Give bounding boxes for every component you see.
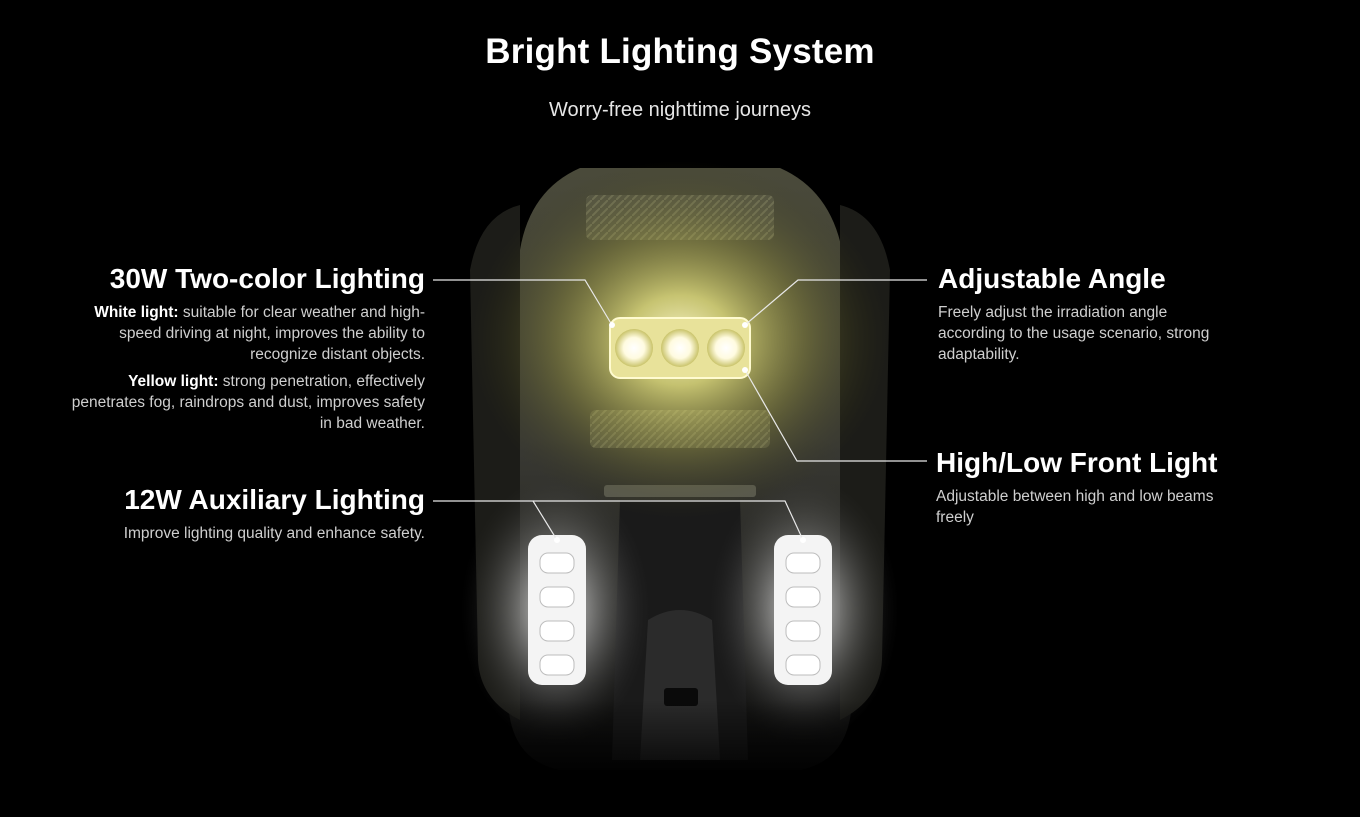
leader-dot-two-color <box>609 322 615 328</box>
headlight-bulb-left <box>615 329 653 367</box>
leader-dot-aux-left <box>554 537 560 543</box>
right-aux-housing <box>774 535 832 685</box>
leader-line-angle <box>744 279 927 326</box>
right-aux-light <box>774 535 832 685</box>
feature-description: Improve lighting quality and enhance saf… <box>123 525 425 542</box>
white-light-description: White light: suitable for clear weather … <box>60 302 425 365</box>
page-title: Bright Lighting System <box>485 32 875 71</box>
feature-auxiliary-lighting: 12W Auxiliary Lighting Improve lighting … <box>60 483 425 544</box>
white-light-text: suitable for clear weather and high-spee… <box>119 304 425 363</box>
leader-dot-high-low <box>742 367 748 373</box>
right-aux-led-3 <box>785 620 821 642</box>
leader-line-aux-right <box>533 500 804 541</box>
feature-adjustable-angle: Adjustable Angle Freely adjust the irrad… <box>938 262 1238 365</box>
feature-high-low-front-light: High/Low Front Light Adjustable between … <box>936 446 1246 528</box>
right-aux-led-1 <box>785 552 821 574</box>
left-aux-led-3 <box>539 620 575 642</box>
feature-two-color-lighting: 30W Two-color Lighting White light: suit… <box>60 262 425 434</box>
bottom-fade <box>440 700 920 790</box>
yellow-light-text: strong penetration, effectively penetrat… <box>71 373 425 432</box>
left-aux-led-4 <box>539 654 575 676</box>
feature-title: 30W Two-color Lighting <box>109 263 425 294</box>
yellow-light-description: Yellow light: strong penetration, effect… <box>60 371 425 434</box>
left-aux-led-1 <box>539 552 575 574</box>
headlight-bulb-center <box>661 329 699 367</box>
right-aux-led-2 <box>785 586 821 608</box>
left-aux-housing <box>528 535 586 685</box>
page-subtitle: Worry-free nighttime journeys <box>549 99 811 121</box>
yellow-light-label: Yellow light: <box>128 373 219 390</box>
leader-line-two-color <box>433 279 613 326</box>
feature-description: Freely adjust the irradiation angle acco… <box>938 304 1210 363</box>
white-light-label: White light: <box>94 304 179 321</box>
leader-line-high-low <box>744 369 927 462</box>
main-headlight <box>609 317 751 379</box>
leader-lines <box>433 279 927 543</box>
left-aux-light <box>528 535 586 685</box>
feature-title: High/Low Front Light <box>936 447 1218 478</box>
feature-title: 12W Auxiliary Lighting <box>124 484 425 515</box>
feature-description: Adjustable between high and low beams fr… <box>936 488 1214 526</box>
leader-dot-angle <box>742 322 748 328</box>
headlight-bulb-right <box>707 329 745 367</box>
feature-title: Adjustable Angle <box>938 263 1166 294</box>
right-aux-led-4 <box>785 654 821 676</box>
left-aux-led-2 <box>539 586 575 608</box>
leader-dot-aux-right <box>800 537 806 543</box>
